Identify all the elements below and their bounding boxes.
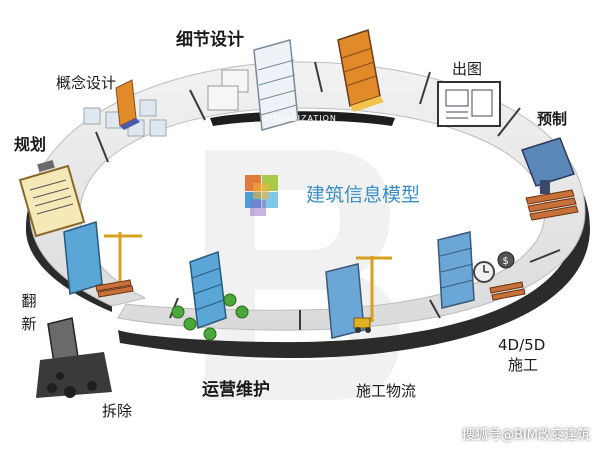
stage-label-construction-logistics: 施工物流 xyxy=(356,382,417,400)
structural-model-icon xyxy=(337,29,384,112)
stage-label-concept-design: 概念设计 xyxy=(56,74,117,92)
stage-label-operation-maintenance: 运营维护 xyxy=(202,380,270,400)
source-watermark: 搜狐号@BIM改变建筑 xyxy=(462,428,590,443)
construction-logistics-icon xyxy=(325,256,392,339)
stage-label-4d-5d-construction: 施工 xyxy=(508,356,539,374)
stage-label-demolition: 拆除 xyxy=(102,402,133,420)
visualization-band xyxy=(210,111,395,126)
stage-label-drawing: 出图 xyxy=(452,60,483,78)
detail-design-building-icon xyxy=(207,39,299,131)
operation-maintenance-icon xyxy=(171,250,249,341)
dollar-coin-icon xyxy=(497,251,515,269)
center-title: 建筑信息模型 xyxy=(306,184,421,206)
prefabrication-icon xyxy=(521,137,579,221)
drawing-sheet-icon xyxy=(437,81,501,127)
visualization-band-label: VISUALIZATION xyxy=(263,114,337,123)
stage-label-prefabrication: 预制 xyxy=(537,110,568,128)
planning-clipboard-icon xyxy=(18,159,86,238)
bim-cube-logo xyxy=(245,175,278,216)
segment-dividers xyxy=(95,61,561,330)
construction-site-icon xyxy=(63,221,142,298)
svg-text:$: $ xyxy=(503,256,509,267)
4d-5d-construction-icon: $ xyxy=(437,231,526,309)
stage-label-4d-5d: 4D/5D xyxy=(498,336,546,354)
stage-label-renovation: 翻新 xyxy=(21,292,37,333)
concept-design-model-icon xyxy=(83,79,167,137)
stage-label-detail-design: 细节设计 xyxy=(176,30,244,50)
stage-label-planning: 规划 xyxy=(14,135,47,154)
demolition-ruins-icon xyxy=(36,317,112,398)
